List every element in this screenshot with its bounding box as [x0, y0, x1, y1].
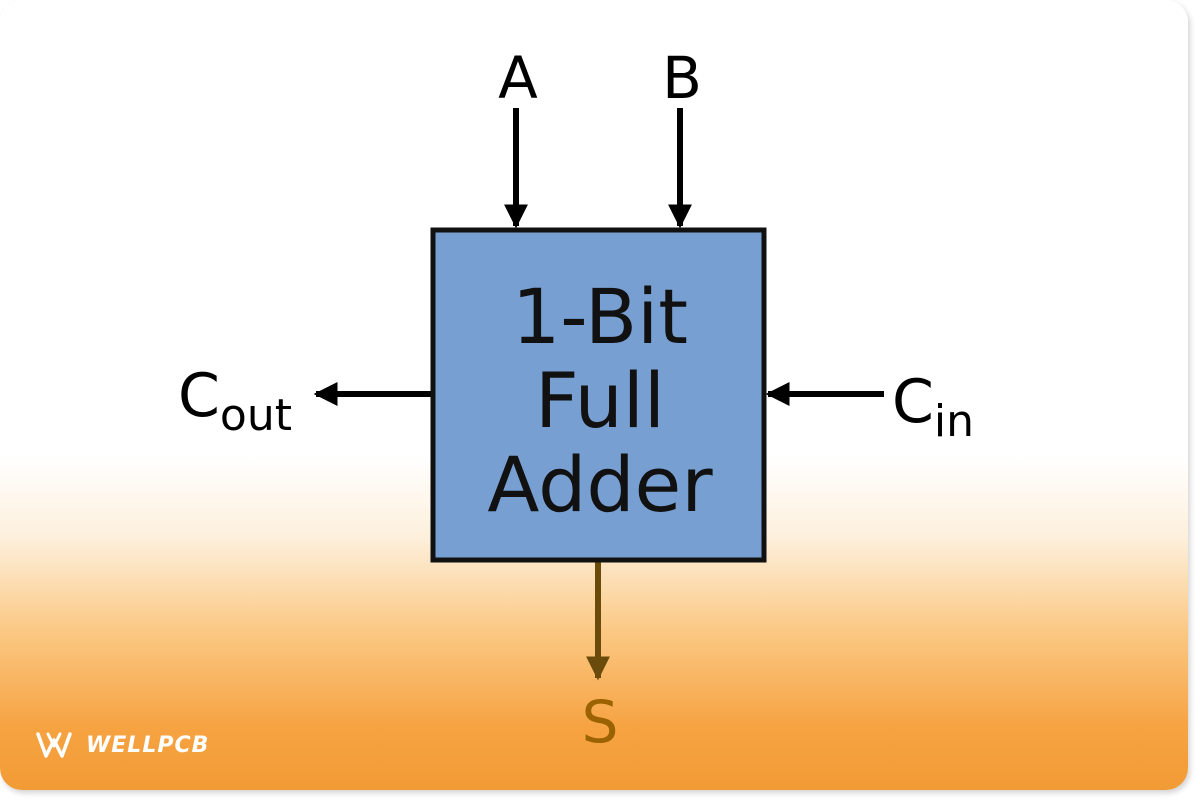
full-adder-diagram: 1-Bit Full Adder A B Cin Cout S: [178, 44, 974, 756]
block-label-line-1: 1-Bit: [512, 272, 688, 361]
brand-watermark: WELLPCB: [36, 728, 209, 762]
block-label-line-3: Adder: [487, 440, 713, 529]
output-cout-subscript: out: [220, 390, 292, 441]
output-cout-main: C: [178, 361, 220, 431]
diagram-card: 1-Bit Full Adder A B Cin Cout S WELLPCB: [0, 0, 1188, 790]
input-cin-subscript: in: [934, 396, 974, 447]
input-b-label: B: [662, 44, 702, 112]
brand-name: WELLPCB: [86, 732, 210, 758]
output-cout-label: Cout: [178, 361, 292, 441]
full-adder-block: [430, 227, 767, 563]
input-cin-label: Cin: [892, 367, 974, 447]
wellpcb-logo-icon: [36, 732, 72, 758]
block-label-line-2: Full: [535, 356, 665, 445]
input-a-label: A: [498, 44, 538, 112]
output-sum-label: S: [582, 688, 619, 756]
input-cin-main: C: [892, 367, 934, 437]
